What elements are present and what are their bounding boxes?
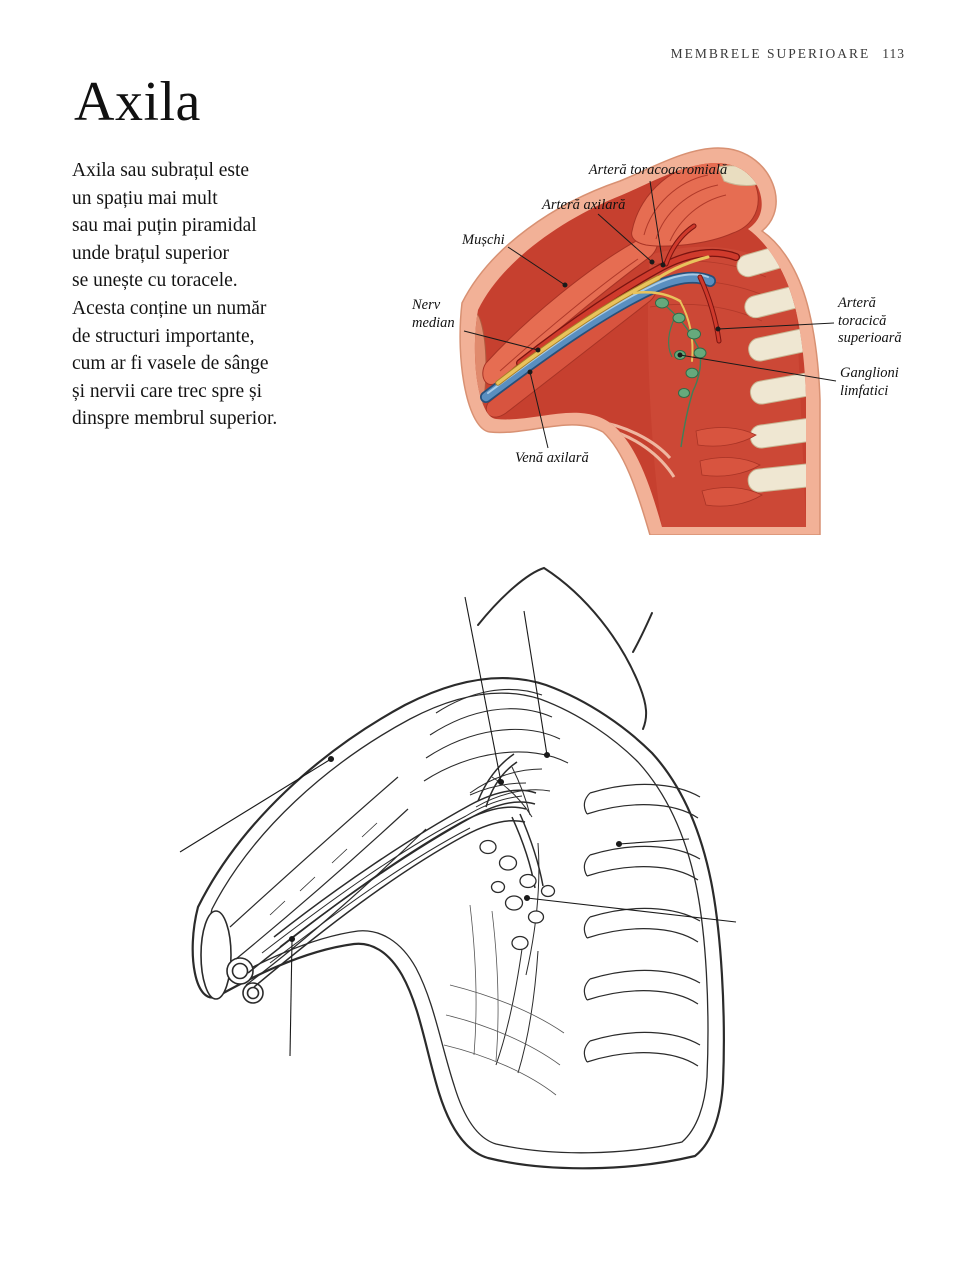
label-lymph-nodes: Ganglioni limfatici [840, 365, 899, 399]
label-thoracoacromial-artery: Arteră toracoacromială [588, 162, 728, 178]
intro-line: și nervii care trec spre și [72, 380, 263, 402]
intro-line: un spațiu mai mult [72, 187, 218, 209]
intro-paragraph: Axila sau subrațul este un spațiu mai mu… [72, 157, 277, 433]
axilla-color-art [459, 147, 837, 535]
arm-muscle-lines [229, 776, 427, 986]
arm-muscles [482, 236, 658, 418]
inner-skin-line [206, 692, 709, 1154]
section-title: MEMBRELE SUPERIOARE [670, 46, 871, 61]
axillary-artery [516, 223, 740, 367]
lymph-node-circles [479, 839, 556, 1074]
page-title: Axila [74, 71, 201, 133]
arm-cut-vessels [200, 910, 264, 1004]
label-muscle: Mușchi [462, 232, 505, 248]
line-art-figure [140, 555, 790, 1180]
intro-line: sau mai puțin piramidal [72, 215, 257, 237]
intro-line: cum ar fi vasele de sânge [72, 353, 269, 375]
intro-line: se unește cu toracele. [72, 270, 238, 292]
intro-line: unde brațul superior [72, 242, 230, 264]
leader-lines [179, 596, 737, 1057]
axilla-line-art [179, 566, 737, 1170]
label-median-nerve: Nerv median [412, 297, 455, 331]
label-superior-thoracic-artery: Arteră toracică superioară [838, 295, 902, 346]
intro-line: Acesta conține un număr [72, 297, 267, 319]
chest-fiber-lines [443, 904, 565, 1096]
plexus-lines [469, 766, 551, 818]
intro-line: de structuri importante, [72, 325, 255, 347]
running-header: MEMBRELE SUPERIOARE 113 [671, 46, 905, 62]
color-figure: Arteră toracoacromială Arteră axilară Mu… [400, 135, 940, 535]
neck-outline [477, 566, 653, 730]
leader-lines [463, 180, 837, 449]
label-axillary-vein: Venă axilară [515, 450, 589, 466]
serratus-muscle [695, 427, 763, 507]
intro-line: dinspre membrul superior. [72, 408, 278, 430]
intro-line: Axila sau subrațul este [72, 160, 250, 181]
body-outline [191, 677, 725, 1170]
label-axillary-artery: Arteră axilară [542, 197, 626, 213]
nerve-lines [261, 782, 540, 976]
page-number: 113 [882, 46, 905, 61]
shoulder-muscle-lines [423, 688, 569, 782]
